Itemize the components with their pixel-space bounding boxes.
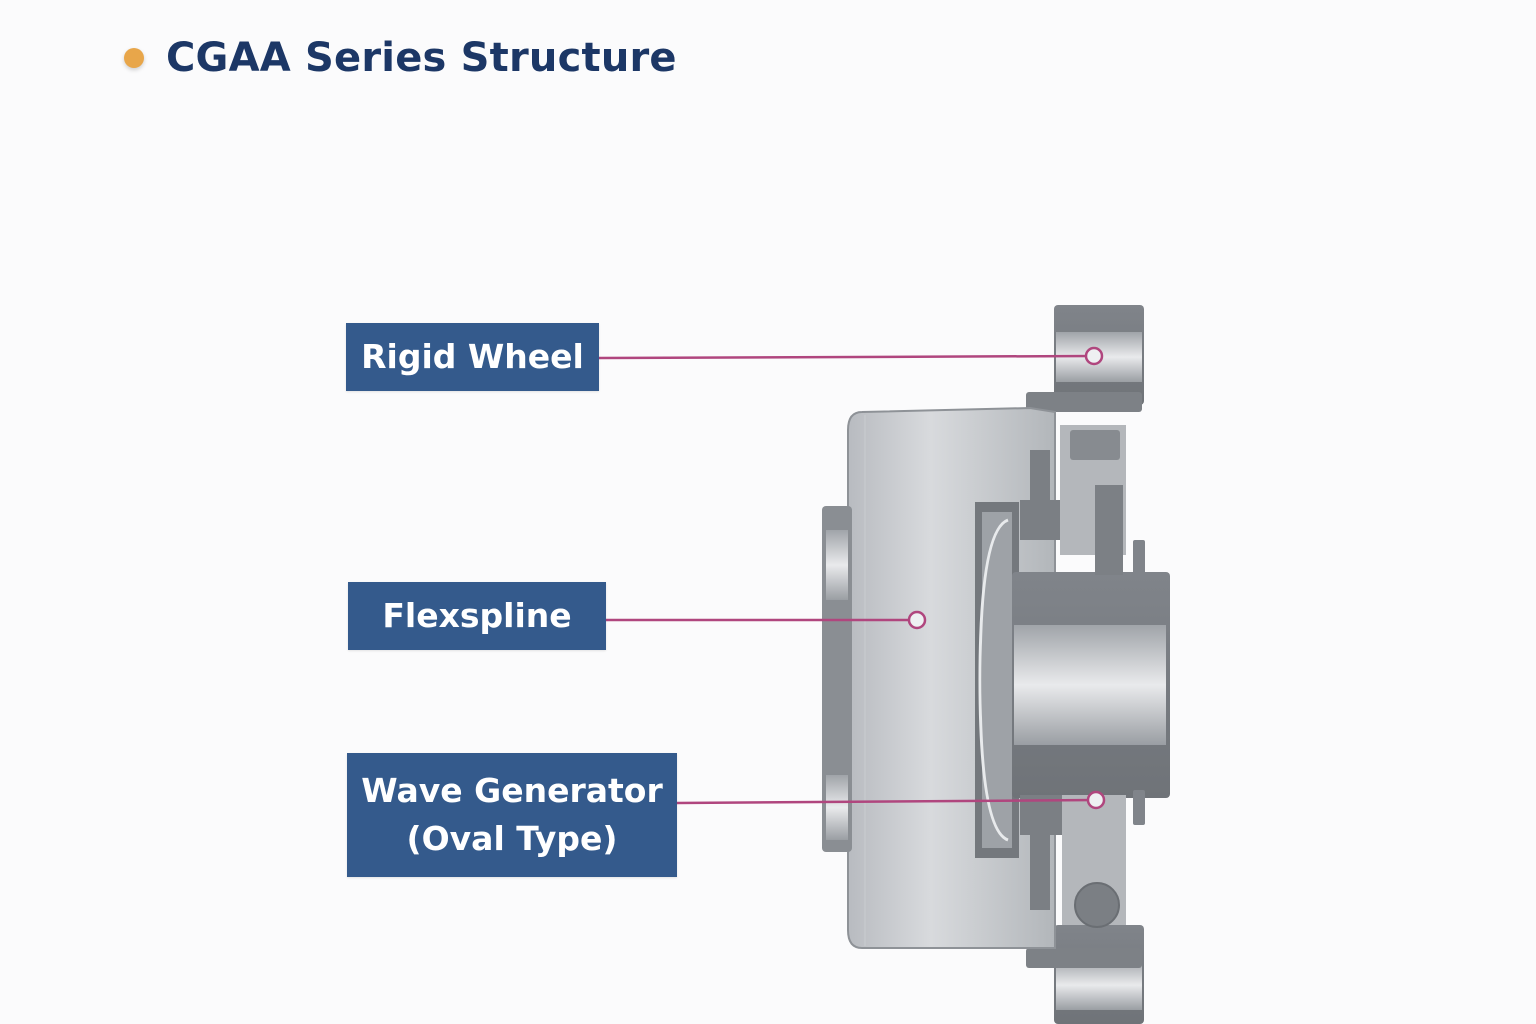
header: CGAA Series Structure xyxy=(124,30,677,86)
label-flexspline: Flexspline xyxy=(348,582,606,650)
leader-flexspline xyxy=(606,610,927,630)
label-flexspline-text: Flexspline xyxy=(382,596,572,636)
label-wave-generator-line2: (Oval Type) xyxy=(406,819,618,858)
page-title: CGAA Series Structure xyxy=(166,35,677,81)
leader-wave-generator xyxy=(676,790,1106,810)
wave-generator-part xyxy=(1012,425,1170,928)
inner-cup xyxy=(975,502,1019,858)
label-wave-generator-line1: Wave Generator xyxy=(361,771,663,811)
rigid-wheel-part xyxy=(1026,305,1144,1024)
label-rigid-wheel-text: Rigid Wheel xyxy=(361,337,584,377)
label-rigid-wheel: Rigid Wheel xyxy=(346,323,599,391)
bullet-icon xyxy=(124,48,144,68)
leader-rigid-wheel xyxy=(598,346,1104,366)
label-wave-generator: Wave Generator (Oval Type) xyxy=(347,753,677,877)
